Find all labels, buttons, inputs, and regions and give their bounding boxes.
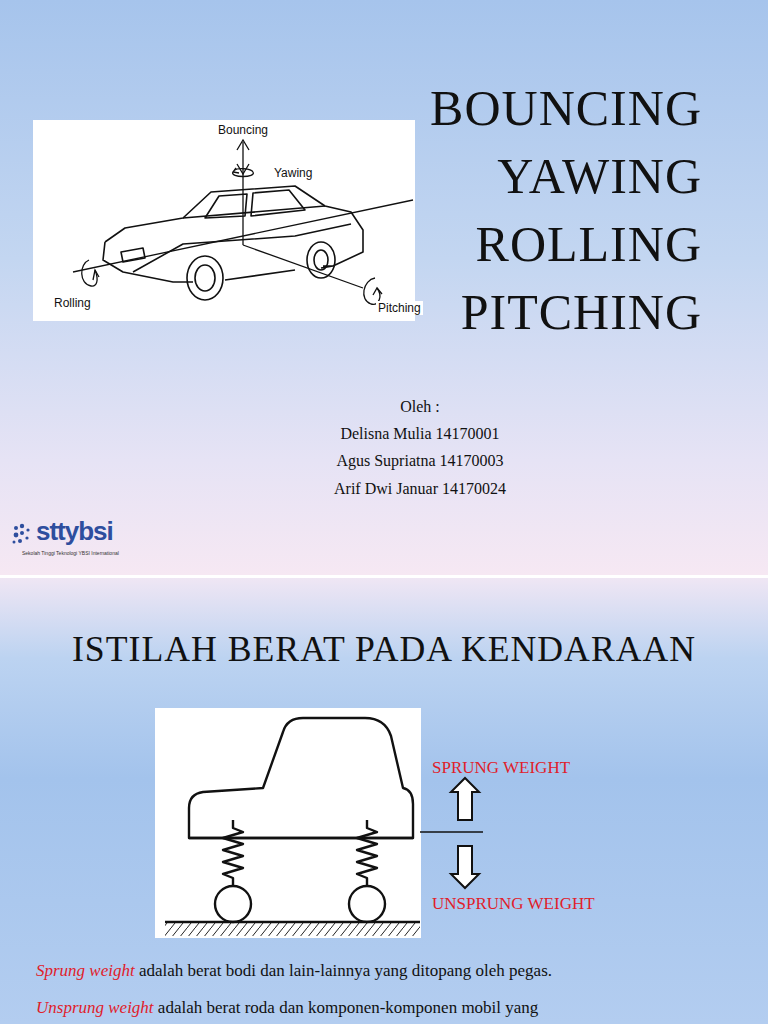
definition: adalah berat roda dan komponen-komponen … [158,998,539,1017]
slide-heading: ISTILAH BERAT PADA KENDARAAN [0,628,768,670]
author-heading: Oleh : [270,398,570,416]
definition-line: Sprung weight adalah berat bodi dan lain… [36,961,552,981]
weight-label: UNSPRUNG WEIGHT [432,894,595,914]
term: Sprung weight [36,961,135,980]
slide-title: BOUNCING YAWING ROLLING PITCHING [382,74,702,346]
term: Unsprung weight [36,998,154,1017]
logo-subtitle: Sekolah Tinggi Teknologi YBSI Internatio… [22,550,119,556]
logo-text: sttybsi [36,516,113,547]
axis-label: Bouncing [218,123,268,137]
author-name: Delisna Mulia 14170001 [270,425,570,443]
definition-line: Unsprung weight adalah berat roda dan ko… [36,998,538,1018]
author-name: Agus Supriatna 14170003 [270,452,570,470]
logo-dots [10,520,40,550]
car-motion-illustration [33,120,415,321]
definition: adalah berat bodi dan lain-lainnya yang … [139,961,552,980]
author-name: Arif Dwi Januar 14170024 [270,480,570,498]
axis-label: Rolling [52,296,93,310]
weight-label: SPRUNG WEIGHT [432,758,570,778]
axis-label: Yawing [272,166,314,180]
axis-label: Pitching [376,301,423,315]
